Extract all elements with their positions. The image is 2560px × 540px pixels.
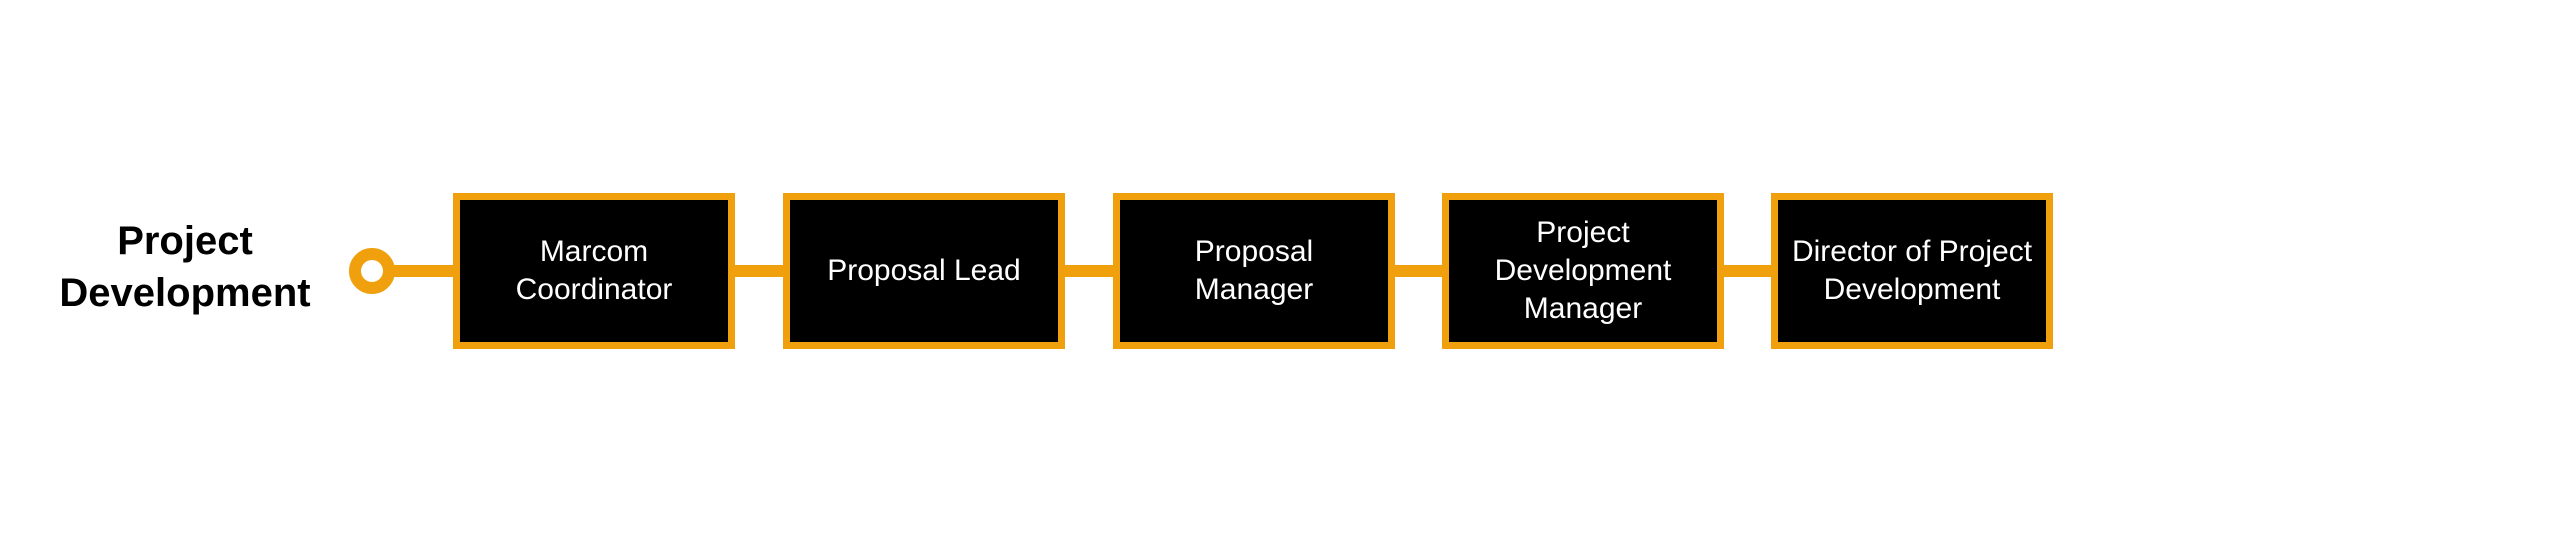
role-label: Marcom Coordinator bbox=[516, 233, 673, 309]
role-box-project-development-manager: Project Development Manager bbox=[1442, 193, 1724, 349]
role-label: Director of Project Development bbox=[1792, 233, 2032, 309]
role-label-line: Marcom bbox=[539, 235, 649, 268]
role-label-line: Proposal bbox=[1194, 235, 1314, 268]
role-label-line: Development bbox=[1823, 273, 2001, 306]
role-label-line: Director of Project bbox=[1791, 235, 2033, 268]
role-label: Proposal Manager bbox=[1195, 233, 1313, 309]
role-box-director-of-project-development: Director of Project Development bbox=[1771, 193, 2053, 349]
role-label-line: Proposal Lead bbox=[827, 254, 1021, 287]
role-label: Proposal Lead bbox=[827, 252, 1020, 290]
role-label-line: Development bbox=[1494, 254, 1672, 287]
role-label-line: Manager bbox=[1523, 292, 1643, 325]
track-title: Project Development bbox=[20, 215, 350, 319]
track-title-line: Development bbox=[59, 271, 311, 315]
start-node-icon bbox=[349, 248, 395, 294]
role-label: Project Development Manager bbox=[1495, 214, 1672, 328]
role-label-line: Coordinator bbox=[515, 273, 673, 306]
role-label-line: Manager bbox=[1194, 273, 1314, 306]
role-box-proposal-manager: Proposal Manager bbox=[1113, 193, 1395, 349]
role-box-marcom-coordinator: Marcom Coordinator bbox=[453, 193, 735, 349]
role-label-line: Project bbox=[1536, 216, 1630, 249]
role-box-proposal-lead: Proposal Lead bbox=[783, 193, 1065, 349]
track-title-line: Project bbox=[117, 219, 253, 263]
